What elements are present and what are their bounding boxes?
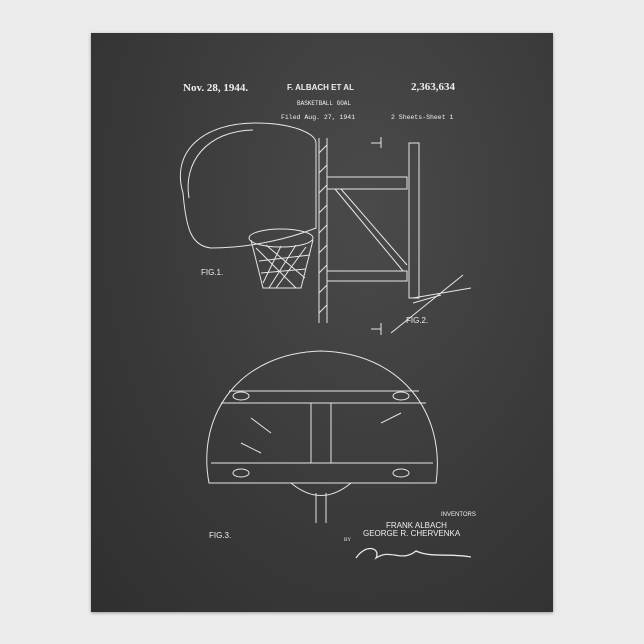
figure-2-label: FIG.2. [406,316,428,325]
inventors-label: INVENTORS [441,512,476,518]
patent-drawing [91,33,553,612]
figure-3-label: FIG.3. [209,531,231,540]
patent-poster: Nov. 28, 1944. F. ALBACH ET AL 2,363,634… [91,33,553,612]
inventor-name-2: GEORGE R. CHERVENKA [363,529,460,538]
figure-1-label: FIG.1. [201,268,223,277]
by-label: BY [344,538,351,543]
